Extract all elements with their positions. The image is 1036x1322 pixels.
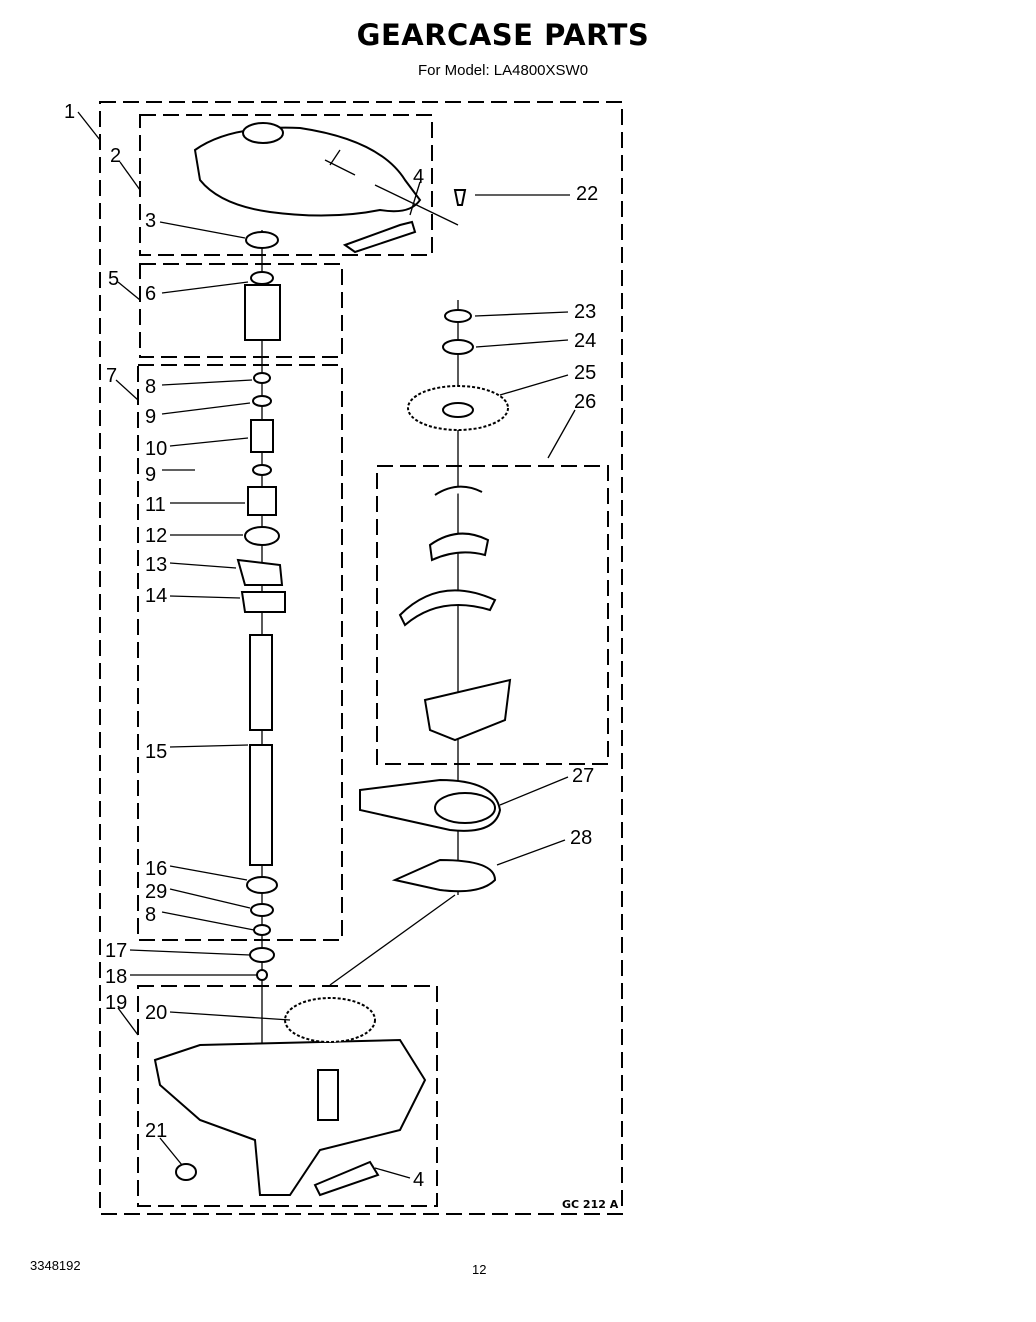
assembly-box-gearcase	[99, 101, 623, 1215]
callout-25: 25	[574, 362, 596, 384]
callout-26: 26	[574, 391, 596, 413]
group-box-cover	[139, 114, 433, 256]
gear-parts-right	[359, 309, 512, 893]
pinion-6	[244, 271, 281, 341]
callout-15: 15	[145, 741, 167, 763]
callout-20: 20	[145, 1002, 167, 1024]
callout-8b: 8	[145, 904, 156, 926]
callout-4-bottom: 4	[413, 1169, 424, 1191]
group-box-gearcase	[137, 985, 438, 1207]
callout-10: 10	[145, 438, 167, 460]
gearcase-cover	[193, 122, 422, 217]
group-box-shaft	[137, 364, 343, 941]
callout-28: 28	[570, 827, 592, 849]
callout-14: 14	[145, 585, 167, 607]
callout-27: 27	[572, 765, 594, 787]
callout-21: 21	[145, 1120, 167, 1142]
seal-3	[245, 231, 279, 249]
callout-16: 16	[145, 858, 167, 880]
callout-4-top: 4	[413, 166, 424, 188]
callout-24: 24	[574, 330, 596, 352]
diagram-code: GC 212 A	[562, 1198, 619, 1211]
callout-9b: 9	[145, 464, 156, 486]
callout-29: 29	[145, 881, 167, 903]
callout-13: 13	[145, 554, 167, 576]
gearcase-housing	[153, 997, 427, 1197]
callout-9: 9	[145, 406, 156, 428]
grease-tube-top	[342, 220, 417, 254]
callout-19: 19	[105, 992, 127, 1014]
callout-12: 12	[145, 525, 167, 547]
callout-23: 23	[574, 301, 596, 323]
page-title: GEARCASE PARTS	[356, 18, 650, 52]
callout-2: 2	[110, 145, 121, 167]
callout-11: 11	[145, 494, 166, 516]
document-number: 3348192	[30, 1258, 81, 1273]
callout-5: 5	[108, 268, 119, 290]
page-number: 12	[472, 1262, 487, 1277]
leader-lines	[77, 111, 576, 1179]
callout-6: 6	[145, 283, 156, 305]
model-subtitle: For Model: LA4800XSW0	[417, 62, 589, 79]
shifter-28	[391, 858, 497, 893]
group-box-pinion	[139, 263, 343, 358]
callout-1: 1	[64, 101, 75, 123]
screw-22	[453, 189, 467, 206]
shaft-parts	[236, 372, 286, 981]
callout-8: 8	[145, 376, 156, 398]
callout-3: 3	[145, 210, 156, 232]
callout-17: 17	[105, 940, 127, 962]
callout-7: 7	[106, 365, 117, 387]
callout-22: 22	[576, 183, 598, 205]
group-box-shift	[376, 465, 609, 765]
callout-18: 18	[105, 966, 127, 988]
